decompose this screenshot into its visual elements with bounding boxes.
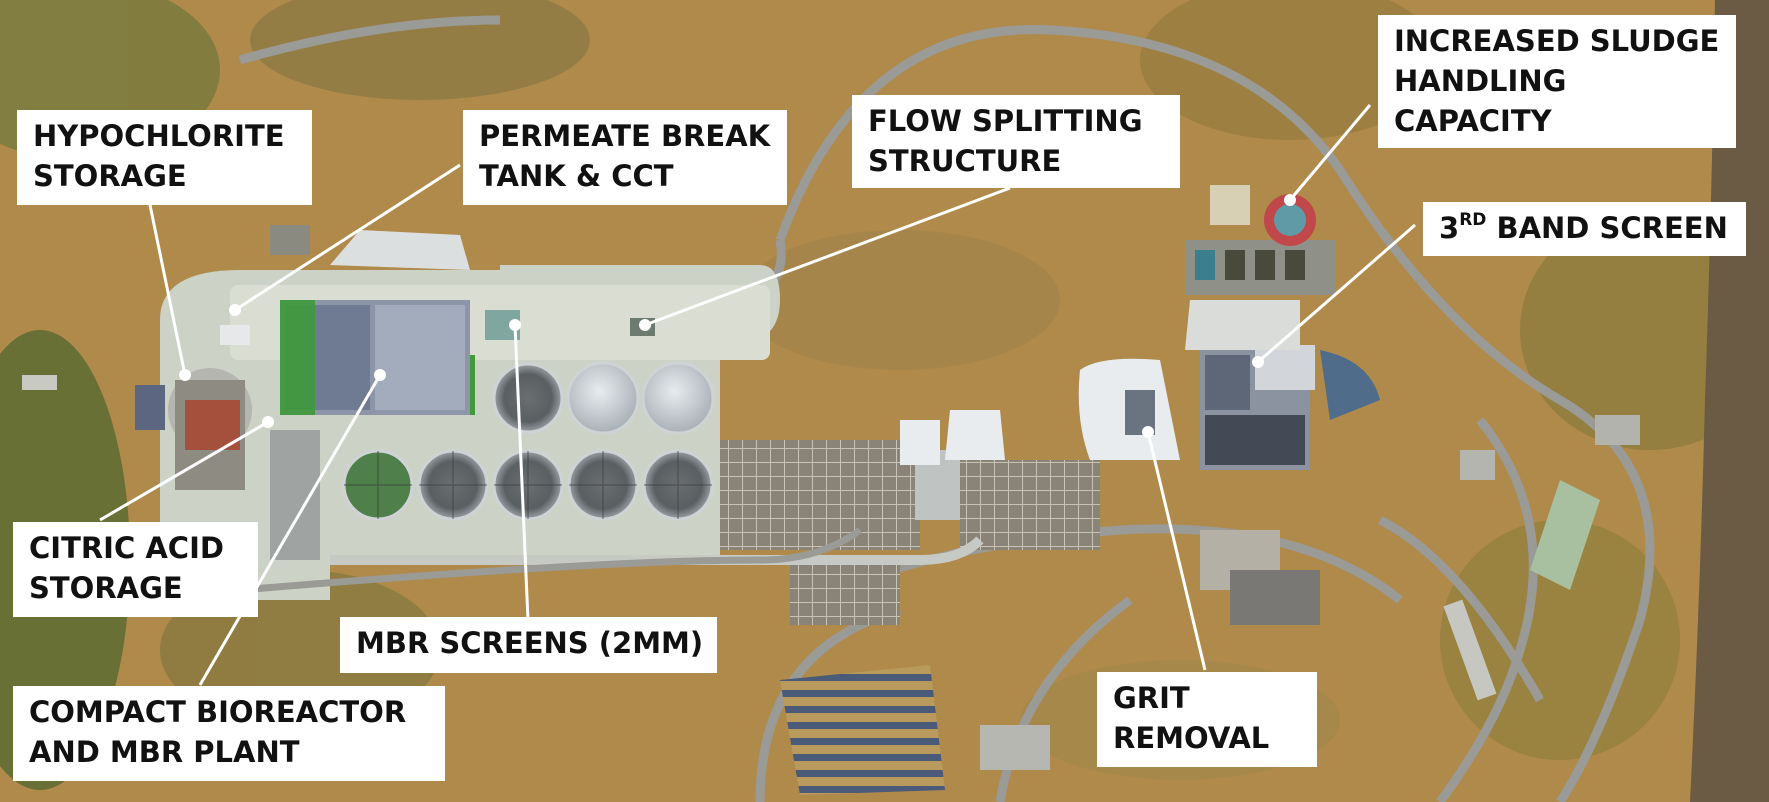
sludge-handling — [1185, 185, 1335, 295]
bldg-top — [270, 225, 310, 255]
label-line: FLOW SPLITTING — [868, 104, 1143, 138]
bldg-lower — [980, 725, 1050, 770]
label-citric-acid-storage: CITRIC ACID STORAGE — [13, 522, 258, 617]
label-hypochlorite-storage: HYPOCHLORITE STORAGE — [17, 110, 312, 205]
clarifiers-top — [492, 361, 715, 435]
label-compact-bioreactor: COMPACT BIOREACTOR AND MBR PLANT — [13, 686, 445, 781]
leader-dots — [179, 194, 1296, 438]
label-3rd-band-screen: 3RD BAND SCREEN — [1423, 202, 1746, 256]
label-line: PERMEATE BREAK — [479, 119, 771, 153]
label-line: REMOVAL — [1113, 721, 1270, 755]
hypochlorite-tank-bldg — [220, 325, 250, 345]
label-line: CITRIC ACID — [29, 531, 224, 565]
mbr-building — [280, 300, 475, 415]
process-pipe — [330, 536, 984, 565]
label-permeate-break-tank: PERMEATE BREAK TANK & CCT — [463, 110, 787, 205]
label-grit-removal: GRIT REMOVAL — [1097, 672, 1317, 767]
leader-lines — [99, 104, 1416, 686]
label-line: MBR SCREENS (2MM) — [356, 626, 704, 660]
bldg-right-2 — [1530, 480, 1600, 590]
band-screen-bldg — [1200, 345, 1380, 470]
label-line: INCREASED SLUDGE — [1394, 24, 1720, 58]
band-screen-pad — [1185, 300, 1300, 350]
bldg-mid — [900, 420, 940, 465]
filter-beds-2 — [960, 460, 1100, 550]
upper-light-area — [330, 230, 470, 270]
label-line: STORAGE — [33, 159, 187, 193]
label-line: TANK & CCT — [479, 159, 674, 193]
label-prefix: 3 — [1439, 211, 1460, 245]
bldg-right-1 — [1595, 415, 1640, 445]
label-superscript: RD — [1459, 210, 1487, 231]
label-line: GRIT — [1113, 681, 1190, 715]
label-increased-sludge-handling: INCREASED SLUDGE HANDLING CAPACITY — [1378, 15, 1736, 148]
clarifier-spokes — [344, 451, 712, 519]
label-line: HANDLING — [1394, 64, 1567, 98]
label-line: STORAGE — [29, 571, 183, 605]
solar-field — [780, 665, 945, 795]
white-bldg — [945, 410, 1005, 460]
image-edge — [1690, 0, 1769, 802]
label-line: CAPACITY — [1394, 104, 1552, 138]
bldg-right-3 — [1460, 450, 1495, 480]
label-suffix: BAND SCREEN — [1486, 211, 1728, 245]
bldg-far-right — [1443, 599, 1497, 701]
label-line: STRUCTURE — [868, 144, 1062, 178]
bldg-left — [22, 375, 57, 390]
label-line: COMPACT BIOREACTOR — [29, 695, 407, 729]
label-flow-splitting-structure: FLOW SPLITTING STRUCTURE — [852, 95, 1180, 188]
label-line: 3RD BAND SCREEN — [1439, 208, 1730, 248]
label-mbr-screens: MBR SCREENS (2MM) — [340, 617, 717, 673]
label-line: AND MBR PLANT — [29, 735, 300, 769]
sedimentation — [790, 565, 900, 625]
filter-beds — [720, 440, 920, 550]
label-line: HYPOCHLORITE — [33, 119, 285, 153]
lower-road — [239, 527, 863, 594]
carpark — [1230, 570, 1320, 625]
